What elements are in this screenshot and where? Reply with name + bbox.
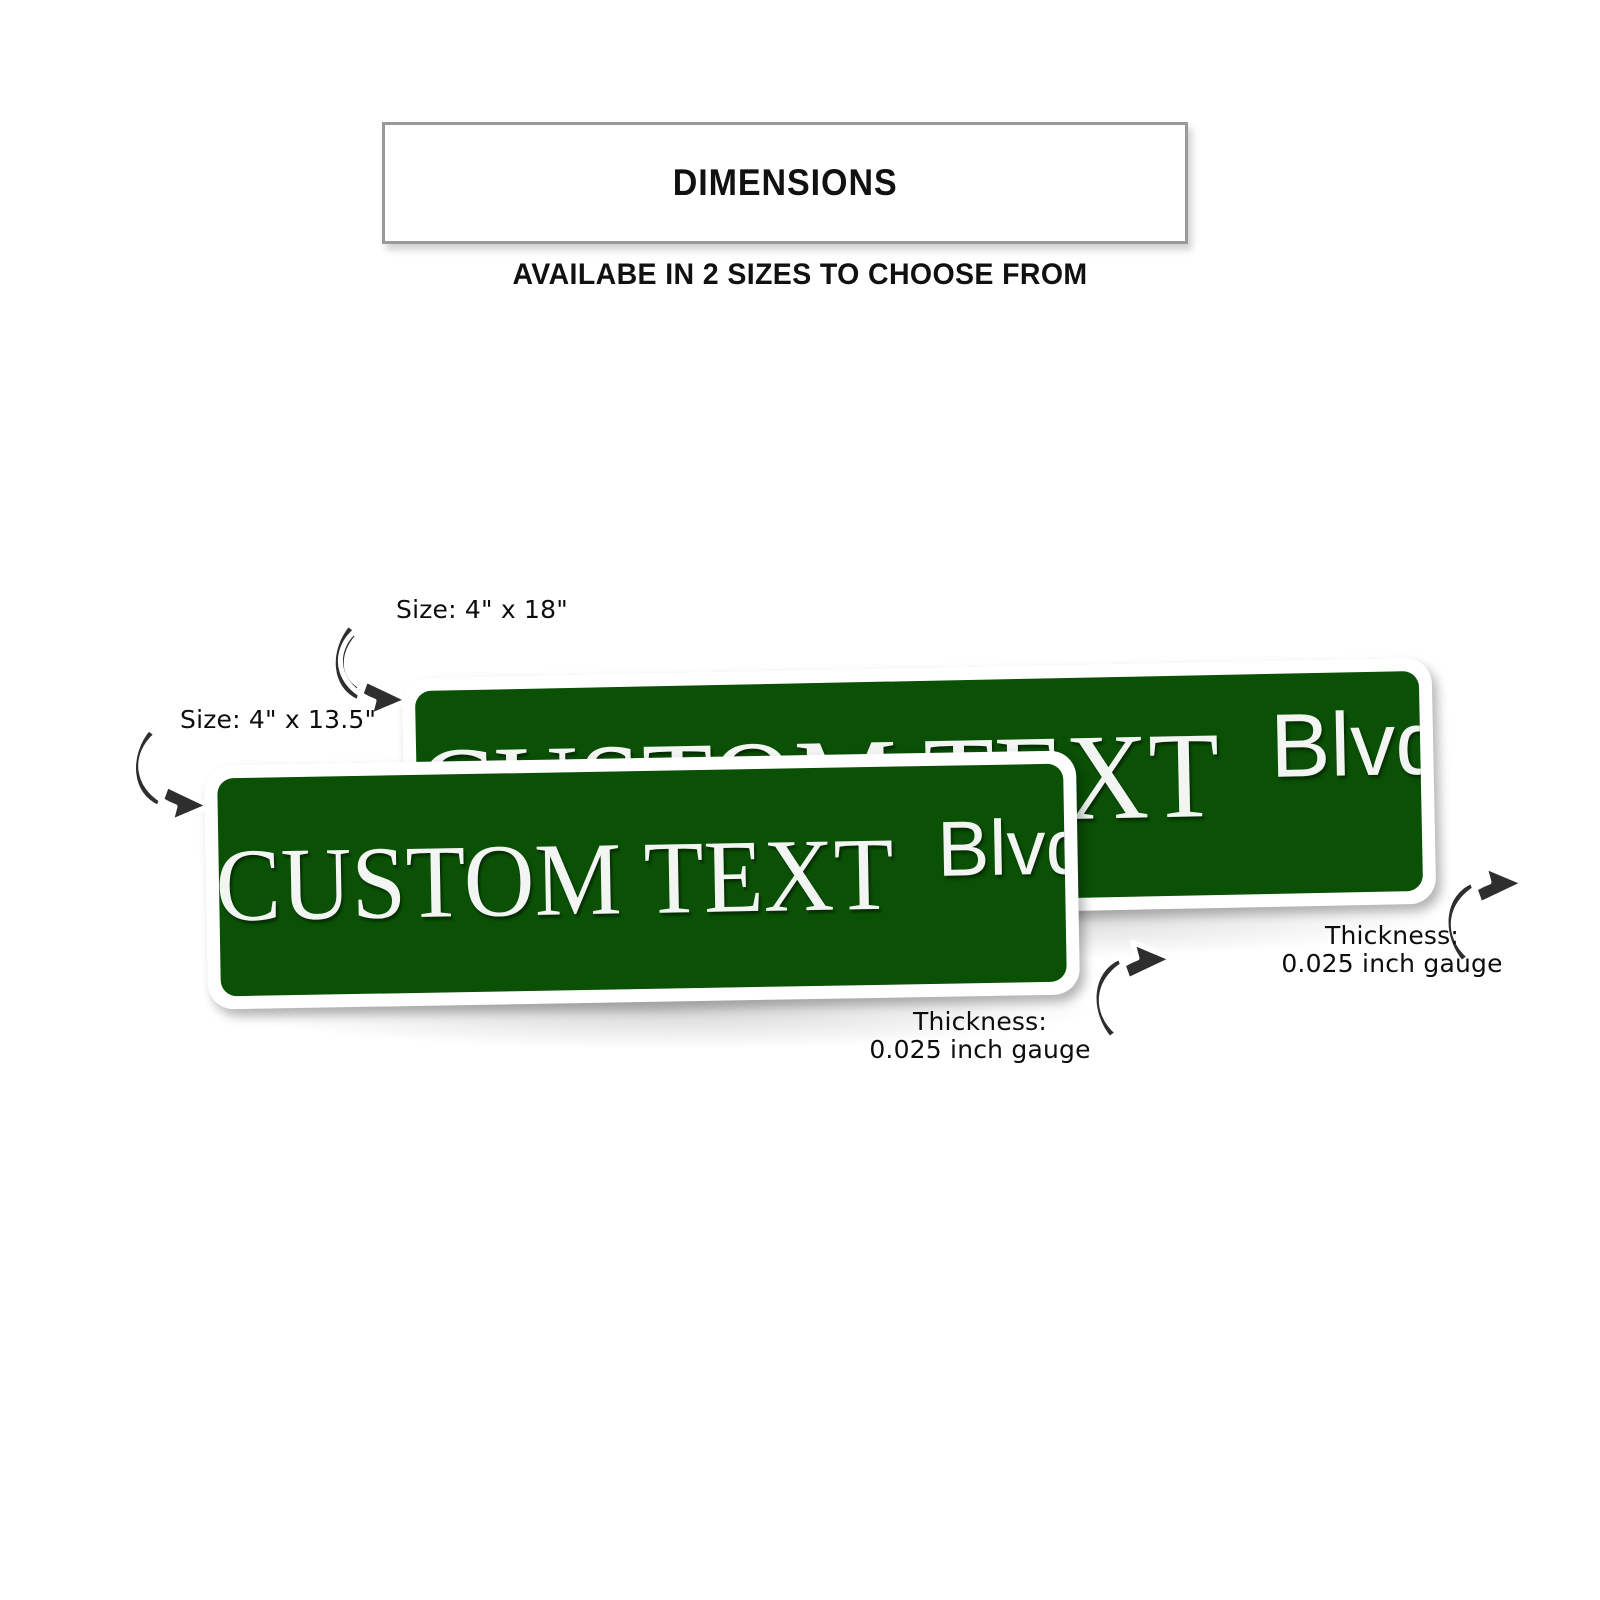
dimensions-header-box: DIMENSIONS (382, 122, 1188, 244)
annotation-thickness-front: Thickness: 0.025 inch gauge (869, 1007, 1091, 1064)
street-sign-small-face: CUSTOM TEXT Blvd (217, 763, 1067, 997)
annotation-thickness-back: Thickness: 0.025 inch gauge (1281, 921, 1503, 978)
curved-arrow-down-right-icon-large-size (328, 621, 411, 719)
page-title: DIMENSIONS (672, 162, 898, 203)
street-sign-small-text-row: CUSTOM TEXT Blvd (217, 802, 1067, 944)
curved-arrow-down-right-icon-small-size (130, 725, 213, 825)
street-sign-large-suffix-text: Blvd (1269, 693, 1424, 797)
curved-arrow-up-left-icon-thickness-front (1091, 939, 1176, 1042)
page-subtitle: AVAILABE IN 2 SIZES TO CHOOSE FROM (512, 258, 1088, 291)
street-sign-small-suffix-text: Blvd (936, 802, 1067, 893)
street-sign-small-main-text: CUSTOM TEXT (217, 816, 896, 944)
curved-arrow-up-left-icon-thickness-back (1443, 863, 1528, 966)
street-sign-small: CUSTOM TEXT Blvd (203, 750, 1081, 1010)
annotation-size-small: Size: 4" x 13.5" (180, 705, 377, 734)
annotation-size-large: Size: 4" x 18" (396, 595, 568, 624)
